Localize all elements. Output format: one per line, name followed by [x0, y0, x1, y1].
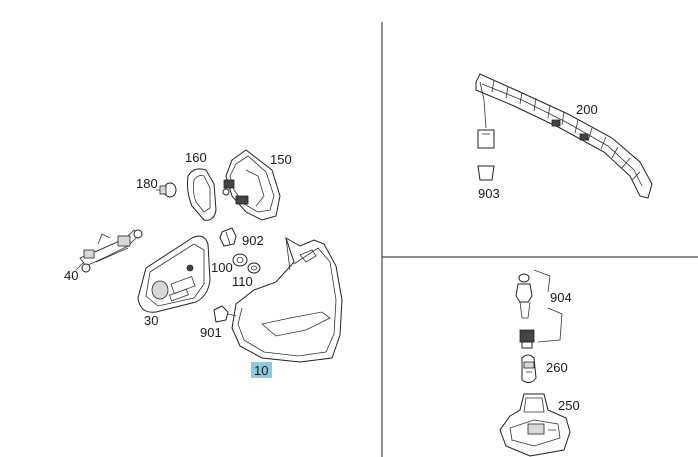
- callout-180[interactable]: 180: [136, 176, 158, 191]
- part-250-socket-housing[interactable]: [499, 393, 571, 457]
- leader-904-bottom: [537, 307, 563, 343]
- part-902-clip[interactable]: [219, 227, 237, 247]
- callout-902[interactable]: 902: [242, 233, 264, 248]
- panel-dividers: [381, 22, 698, 457]
- callout-40[interactable]: 40: [64, 268, 78, 283]
- part-903-connector[interactable]: [477, 81, 495, 181]
- leader-40: [75, 261, 85, 271]
- part-180-bulb[interactable]: [156, 182, 177, 198]
- part-260-bulb[interactable]: [521, 354, 537, 384]
- callout-160[interactable]: 160: [185, 150, 207, 165]
- part-40-wiring-harness[interactable]: [79, 229, 143, 273]
- part-200-light-strip[interactable]: [475, 73, 653, 199]
- callout-30[interactable]: 30: [144, 313, 158, 328]
- callout-901[interactable]: 901: [200, 325, 222, 340]
- callout-100[interactable]: 100: [211, 260, 233, 275]
- part-160-gasket[interactable]: [187, 168, 217, 221]
- part-110-nut[interactable]: [247, 262, 261, 274]
- part-30-cover-plate[interactable]: [137, 235, 211, 313]
- part-150-lamp-unit[interactable]: [222, 149, 281, 221]
- callout-260[interactable]: 260: [546, 360, 568, 375]
- leader-904-top: [533, 269, 551, 293]
- callout-250[interactable]: 250: [558, 398, 580, 413]
- callout-10[interactable]: 10: [254, 363, 268, 378]
- callout-904[interactable]: 904: [550, 290, 572, 305]
- part-901-fastener[interactable]: [213, 305, 237, 323]
- callout-110[interactable]: 110: [232, 274, 253, 289]
- callout-150[interactable]: 150: [270, 152, 292, 167]
- callout-200[interactable]: 200: [576, 102, 598, 117]
- part-904-holder-set[interactable]: [515, 273, 535, 349]
- callout-903[interactable]: 903: [478, 186, 500, 201]
- strip-segments: [491, 79, 641, 181]
- part-10-lamp-housing[interactable]: [231, 236, 343, 363]
- part-10-highlight: [251, 362, 272, 378]
- part-100-grommet[interactable]: [232, 253, 248, 267]
